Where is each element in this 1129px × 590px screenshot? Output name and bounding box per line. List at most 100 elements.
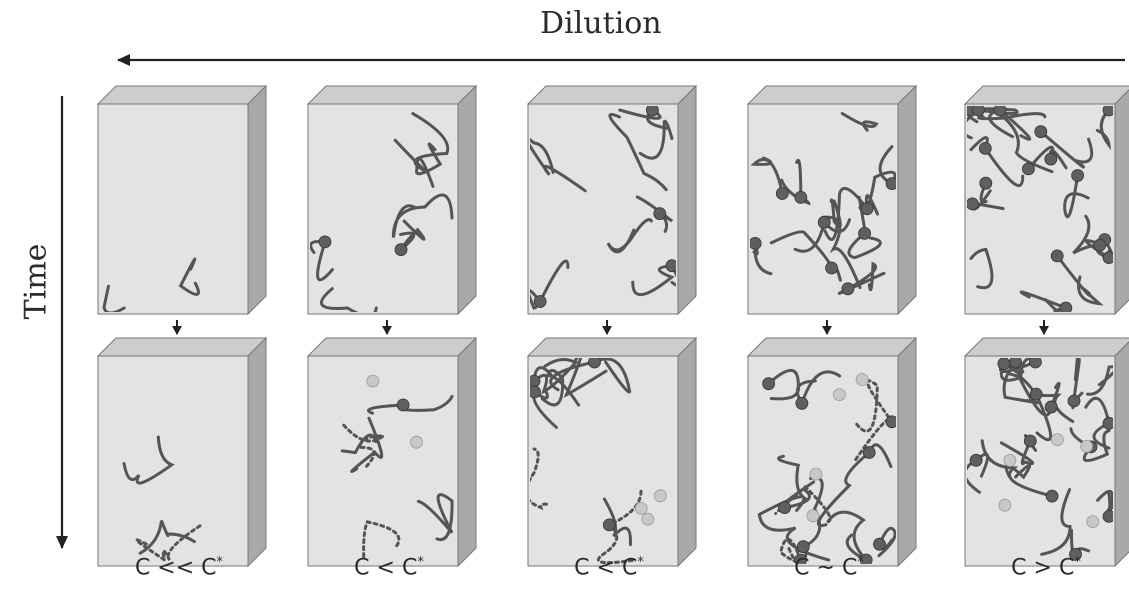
polymer-chain [138, 520, 196, 555]
crosslink-node [1102, 106, 1113, 117]
crosslink-node [750, 237, 762, 250]
crosslink-node [873, 537, 886, 551]
concentration-label-1: C << C* [109, 555, 249, 580]
polymer-chain [1040, 488, 1072, 556]
network-box-2-initial [306, 84, 478, 316]
critical-concentration-star: * [637, 555, 644, 570]
critical-concentration-star: * [857, 555, 864, 570]
polymer-chain [602, 497, 632, 547]
crosslink-node [533, 295, 547, 308]
box-front-face [307, 355, 459, 567]
crosslink-node [969, 453, 983, 467]
degraded-chain [135, 522, 204, 564]
polymer-chain [608, 112, 668, 192]
network-box-4-later [746, 336, 918, 568]
polymer-chain [543, 358, 608, 398]
released-crosslink-node [641, 512, 655, 526]
crosslink-node [1067, 394, 1081, 408]
polymer-chain [415, 142, 443, 188]
box-side-face [1114, 89, 1129, 316]
polymer-chain [1072, 214, 1102, 255]
critical-concentration-star: * [1074, 555, 1081, 570]
crosslink-node [997, 358, 1011, 371]
released-crosslink-node [855, 373, 869, 386]
box-side-face [677, 336, 697, 568]
crosslink-node [993, 106, 1007, 117]
network-box-1-initial [96, 84, 268, 316]
network-box-3-later [526, 336, 698, 568]
crosslink-node [860, 202, 874, 216]
released-crosslink-node [833, 388, 846, 402]
crosslink-node [762, 377, 775, 391]
polymer-chain [1095, 108, 1112, 151]
box-top-face [96, 85, 268, 105]
polymer-chain [319, 287, 378, 312]
crosslink-node [653, 207, 667, 221]
crosslink-node [972, 106, 985, 117]
box-side-face [247, 336, 267, 568]
crosslink-node [1029, 358, 1042, 369]
crosslink-node [1050, 249, 1064, 263]
crosslink-node [1044, 152, 1058, 166]
polymer-chain [122, 435, 175, 485]
crosslink-node [862, 446, 876, 459]
box-front-face [97, 103, 249, 315]
released-crosslink-node [410, 435, 423, 449]
network-box-1-later [96, 336, 268, 568]
polymer-chain [999, 113, 1054, 174]
crosslink-node [978, 141, 992, 155]
network-box-5-initial [963, 85, 1129, 316]
box-top-face [963, 337, 1129, 357]
degraded-chain [362, 520, 401, 562]
crosslink-node [396, 398, 410, 412]
crosslink-node [967, 197, 979, 211]
degraded-chain [596, 489, 643, 564]
polymer-chain [340, 433, 378, 455]
box-side-face [457, 84, 477, 316]
polymer-chain [606, 218, 653, 254]
released-crosslink-node [634, 501, 648, 515]
concentration-label-4: C ~ C* [759, 555, 899, 580]
crosslink-node [646, 106, 659, 117]
polymer-chain [1039, 130, 1094, 169]
degraded-chain [853, 379, 895, 462]
polymer-chain [638, 119, 674, 160]
crosslink-node [602, 518, 616, 532]
crosslink-node [859, 553, 873, 564]
crosslink-node [795, 396, 809, 410]
polymer-chain [530, 138, 587, 193]
box-top-face [96, 337, 268, 357]
box-top-face [526, 85, 698, 105]
released-crosslink-node [1051, 433, 1064, 447]
box-front-face [527, 355, 679, 567]
polymer-chain [1063, 174, 1090, 219]
dilution-label: Dilution [540, 6, 662, 41]
polymer-chain [530, 259, 570, 310]
polymer-chain [635, 195, 674, 233]
crosslink-node [1102, 416, 1113, 430]
crosslink-node [665, 259, 676, 273]
concentration-relation: C < C [354, 555, 418, 581]
released-crosslink-node [806, 509, 820, 523]
crosslink-node [796, 540, 810, 554]
crosslink-node [817, 215, 831, 229]
polymer-chain [391, 193, 454, 238]
crosslink-node [1023, 434, 1037, 448]
released-crosslink-node [654, 489, 667, 503]
box-top-face [306, 337, 478, 357]
network-box-5-later [963, 337, 1129, 568]
box-top-face [746, 85, 918, 105]
crosslink-node [1069, 548, 1082, 561]
box-side-face [897, 84, 917, 316]
crosslink-node [1044, 400, 1058, 414]
network-box-3-initial [526, 84, 698, 316]
concentration-label-2: C < C* [319, 555, 459, 580]
crosslink-node [1029, 387, 1043, 401]
concentration-relation: C ~ C [794, 555, 858, 581]
crosslink-node [885, 415, 896, 429]
crosslink-node [394, 243, 408, 257]
box-top-face [963, 85, 1129, 105]
network-box-2-later [306, 336, 478, 568]
polymer-chain [1055, 254, 1104, 306]
